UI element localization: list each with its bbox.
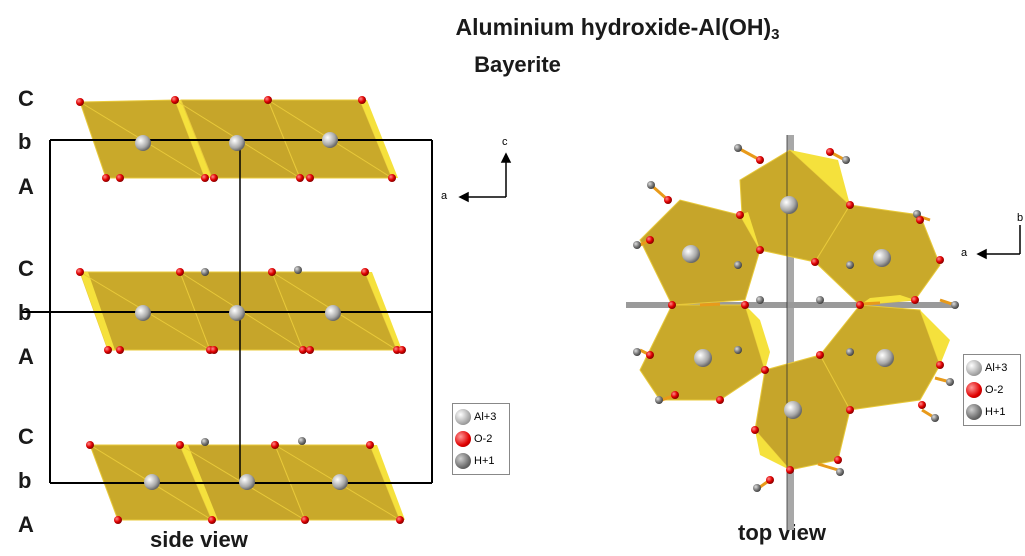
aluminium-ball-icon: [966, 360, 982, 376]
layer-label: A: [18, 174, 34, 199]
oxygen-atoms: [76, 96, 406, 524]
hydrogen-ball-icon: [455, 453, 471, 469]
side-view-legend: Al+3 O-2 H+1: [452, 403, 510, 475]
layer-label: b: [18, 468, 32, 493]
hydrogen-ball-icon: [966, 404, 982, 420]
oxygen-ball-icon: [455, 431, 471, 447]
diagram-title: Aluminium hydroxide-Al(OH)3: [455, 14, 780, 43]
layer-label: A: [18, 344, 34, 369]
top-view-axis-b-label: b: [1017, 212, 1024, 224]
legend-item-o: O-2: [966, 379, 1018, 401]
layer-label: C: [18, 424, 34, 449]
legend-item-o: O-2: [455, 428, 507, 450]
layer-label: C: [18, 256, 34, 281]
legend-item-al: Al+3: [966, 357, 1018, 379]
aluminium-ball-icon: [455, 409, 471, 425]
layer-label: A: [18, 512, 34, 537]
legend-item-h: H+1: [966, 401, 1018, 423]
side-view-caption: side view: [150, 527, 248, 552]
legend-item-h: H+1: [455, 450, 507, 472]
top-view-caption: top view: [738, 520, 827, 545]
side-view-axes-icon: [458, 152, 512, 203]
top-view-legend: Al+3 O-2 H+1: [963, 354, 1021, 426]
unit-cell-lines: [22, 139, 433, 484]
oxygen-ball-icon: [966, 382, 982, 398]
top-view-structure: [626, 135, 959, 530]
top-view-axis-a-label: a: [961, 247, 968, 259]
hydrogen-atoms: [201, 266, 306, 446]
side-view-axis-c-label: c: [502, 136, 508, 148]
side-view-axis-a-label: a: [441, 190, 448, 202]
legend-item-al: Al+3: [455, 406, 507, 428]
diagram-subtitle: Bayerite: [474, 52, 561, 77]
top-view-axes-icon: [976, 225, 1021, 260]
aluminium-atoms: [135, 132, 348, 490]
layer-label: C: [18, 86, 34, 111]
layer-label: b: [18, 129, 32, 154]
